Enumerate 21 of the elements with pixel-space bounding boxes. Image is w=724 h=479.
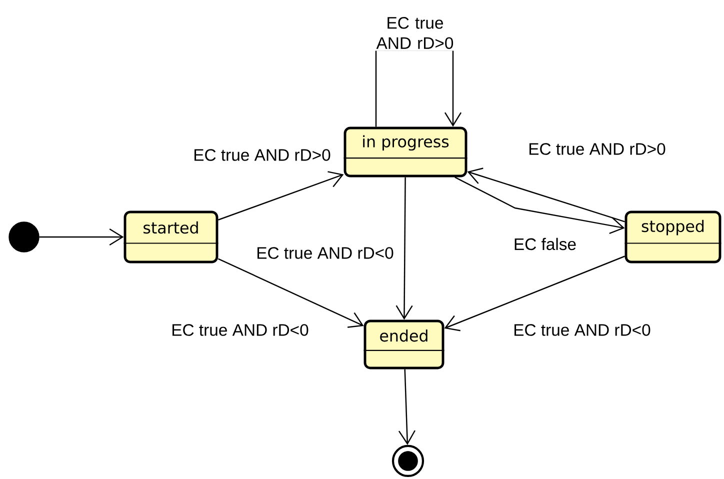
arrow — [467, 168, 625, 222]
arrow — [398, 369, 416, 445]
state-box: ended — [364, 320, 444, 370]
edge-label: EC true AND rD>0 — [191, 147, 333, 163]
edge-label: EC false — [512, 236, 578, 252]
arrow — [218, 258, 364, 328]
edge-label: EC true AND rD<0 — [169, 322, 311, 338]
state-box: stopped — [624, 210, 722, 264]
edge-label: EC true AND rD>0 — [526, 141, 668, 157]
state-box: in progress — [344, 126, 468, 178]
arrow — [218, 171, 344, 220]
final-state — [392, 444, 424, 478]
arrow — [454, 176, 625, 234]
initial-state — [8, 222, 40, 252]
edge-label: EC true AND rD>0 — [363, 15, 467, 51]
arrow — [444, 256, 625, 332]
arrow — [39, 228, 124, 246]
edge-label: EC true AND rD<0 — [511, 322, 653, 338]
arrow — [396, 177, 413, 320]
state-box: started — [124, 210, 218, 264]
edge-label: EC true AND rD<0 — [254, 245, 396, 261]
